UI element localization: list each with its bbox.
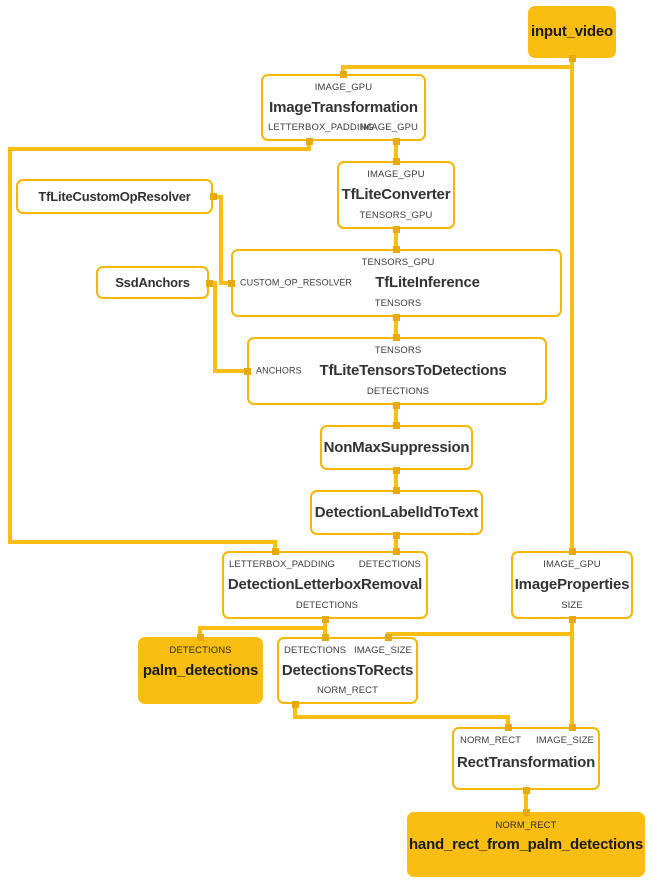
port-dot-letterbox-removal-in-detections: [393, 548, 400, 555]
node-title: TfLiteConverter: [341, 186, 451, 204]
port-label-input-tensors-gpu: TENSORS_GPU: [361, 257, 435, 268]
node-title: TfLiteCustomOpResolver: [38, 188, 191, 204]
port-label-output-tensors: TENSORS: [374, 297, 422, 309]
port-label-output-norm-rect: NORM_RECT: [316, 684, 379, 696]
node-title: DetectionLabelIdToText: [314, 503, 479, 521]
port-dot-tensors-to-detections-in-tensors: [393, 334, 400, 341]
edge-input-video-to-image-transformation: [341, 58, 574, 74]
node-title: SsdAnchors: [115, 274, 190, 290]
node-non-max-suppression[interactable]: NonMaxSuppression: [320, 425, 473, 470]
port-dot-image-properties-in: [569, 548, 576, 555]
port-dot-nms-in: [393, 422, 400, 429]
port-dot-image-transformation-in: [340, 71, 347, 78]
edge-image-properties-to-detections-to-rects: [386, 619, 574, 637]
node-title: input_video: [531, 23, 613, 41]
edge-detections-to-rects-to-rect-transformation: [293, 704, 510, 727]
node-image-properties[interactable]: IMAGE_GPU ImageProperties SIZE: [511, 551, 633, 619]
port-dot-input-video-out: [569, 55, 576, 62]
edge-custom-op-resolver-to-tflite-inference: [213, 195, 231, 285]
node-tflite-custom-op-resolver[interactable]: TfLiteCustomOpResolver: [16, 179, 213, 214]
port-label-input-image-gpu: IMAGE_GPU: [367, 169, 425, 180]
node-detections-to-rects[interactable]: DETECTIONS IMAGE_SIZE DetectionsToRects …: [277, 637, 418, 704]
node-tflite-converter[interactable]: IMAGE_GPU TfLiteConverter TENSORS_GPU: [337, 161, 455, 229]
port-dot-ssd-anchors-out: [206, 280, 213, 287]
node-title: RectTransformation: [456, 754, 596, 771]
port-dot-tflite-converter-out: [393, 226, 400, 233]
port-dot-rect-transformation-in-image-size: [569, 724, 576, 731]
port-dot-tflite-converter-in: [393, 158, 400, 165]
port-dot-custom-op-resolver-out: [210, 193, 217, 200]
port-dot-tensors-to-detections-in-anchors: [244, 368, 251, 375]
port-dot-rect-transformation-in-norm-rect: [505, 724, 512, 731]
node-detection-letterbox-removal[interactable]: LETTERBOX_PADDING DETECTIONS DetectionLe…: [222, 551, 428, 619]
port-dot-image-transformation-out-letterbox: [306, 138, 313, 145]
node-ssd-anchors[interactable]: SsdAnchors: [96, 266, 209, 299]
port-label-output-detections: DETECTIONS: [366, 385, 430, 397]
port-label-input-detections: DETECTIONS: [284, 645, 347, 656]
port-dot-palm-detections-in: [197, 634, 204, 641]
port-dot-tflite-inference-in-tensors: [393, 246, 400, 253]
port-dot-tflite-inference-out: [393, 314, 400, 321]
node-title: palm_detections: [142, 661, 259, 679]
port-label-output-tensors-gpu: TENSORS_GPU: [359, 209, 433, 221]
port-dot-detections-to-rects-in-detections: [322, 634, 329, 641]
node-rect-transformation[interactable]: NORM_RECT IMAGE_SIZE RectTransformation: [452, 727, 600, 790]
port-label-output-letterbox-padding: LETTERBOX_PADDING: [268, 121, 375, 133]
port-dot-tflite-inference-in-resolver: [228, 280, 235, 287]
port-label-input-letterbox-padding: LETTERBOX_PADDING: [229, 559, 336, 570]
port-dot-detections-to-rects-out: [292, 701, 299, 708]
node-input-video[interactable]: input_video: [528, 6, 616, 58]
port-label-input-detections: DETECTIONS: [169, 645, 232, 656]
port-dot-image-properties-out: [569, 616, 576, 623]
port-label-input-tensors: TENSORS: [374, 345, 422, 356]
port-dot-rect-transformation-out: [523, 787, 530, 794]
port-label-input-detections: DETECTIONS: [358, 559, 421, 570]
port-dot-detections-to-rects-in-image-size: [385, 634, 392, 641]
node-title: ImageTransformation: [269, 98, 418, 116]
edge-letterbox-removal-to-palm-detections: [198, 619, 327, 637]
port-dot-tensors-to-detections-out: [393, 402, 400, 409]
port-label-input-custom-op-resolver: CUSTOM_OP_RESOLVER: [240, 277, 352, 288]
port-label-output-image-gpu: IMAGE_GPU: [360, 121, 418, 133]
port-label-output-size: SIZE: [561, 599, 583, 611]
node-hand-rect-from-palm-detections[interactable]: NORM_RECT hand_rect_from_palm_detections: [407, 812, 645, 877]
port-label-input-anchors: ANCHORS: [256, 365, 302, 376]
node-title: TfLiteInference: [375, 274, 480, 292]
port-label-input-norm-rect: NORM_RECT: [495, 820, 557, 831]
port-label-input-image-size: IMAGE_SIZE: [535, 735, 594, 746]
node-title: TfLiteTensorsToDetections: [319, 362, 507, 380]
port-label-input-image-gpu: IMAGE_GPU: [543, 559, 601, 570]
port-dot-nms-out: [393, 467, 400, 474]
port-label-output-detections: DETECTIONS: [295, 599, 359, 611]
node-title: DetectionsToRects: [281, 661, 414, 679]
node-title: ImageProperties: [514, 576, 630, 594]
node-palm-detections[interactable]: DETECTIONS palm_detections: [138, 637, 263, 704]
node-tflite-tensors-to-detections[interactable]: TENSORS ANCHORS TfLiteTensorsToDetection…: [247, 337, 547, 405]
node-title: DetectionLetterboxRemoval: [227, 576, 423, 594]
port-label-input-image-gpu: IMAGE_GPU: [314, 82, 373, 93]
port-label-input-norm-rect: NORM_RECT: [460, 735, 522, 746]
port-label-input-image-size: IMAGE_SIZE: [353, 645, 412, 656]
port-dot-image-transformation-out-image: [393, 138, 400, 145]
port-dot-label-id-to-text-in: [393, 487, 400, 494]
node-detection-label-id-to-text[interactable]: DetectionLabelIdToText: [310, 490, 483, 535]
node-image-transformation[interactable]: IMAGE_GPU ImageTransformation LETTERBOX_…: [261, 74, 426, 141]
node-title: NonMaxSuppression: [323, 438, 470, 456]
port-dot-label-id-to-text-out: [393, 532, 400, 539]
port-dot-letterbox-removal-out: [322, 616, 329, 623]
node-tflite-inference[interactable]: TENSORS_GPU CUSTOM_OP_RESOLVER TfLiteInf…: [231, 249, 562, 317]
node-title: hand_rect_from_palm_detections: [408, 835, 644, 853]
port-dot-letterbox-removal-in-padding: [272, 548, 279, 555]
port-dot-hand-rect-in: [523, 809, 530, 816]
